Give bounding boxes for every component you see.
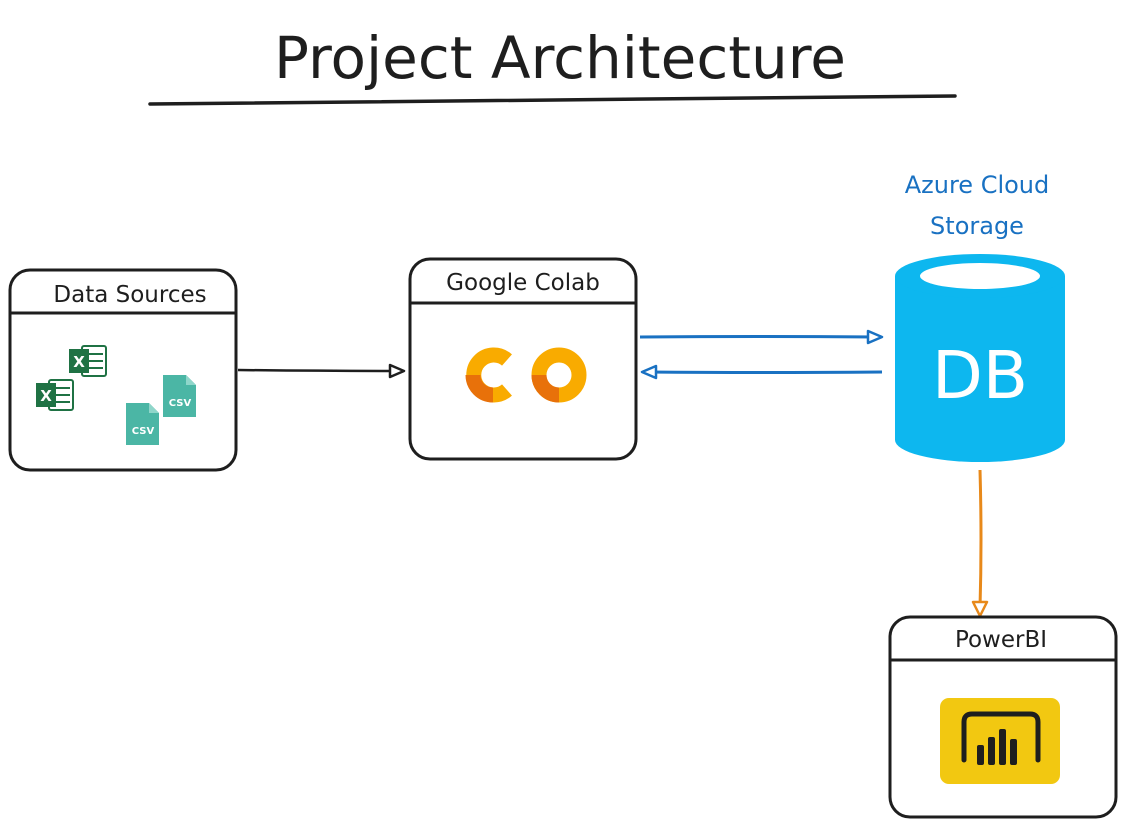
azure-label-line2: Storage bbox=[930, 212, 1024, 240]
arrow-db-to-colab bbox=[640, 364, 883, 380]
excel-file-icon: X bbox=[69, 345, 107, 377]
excel-letter: X bbox=[40, 387, 52, 405]
arrow-colab-to-db bbox=[639, 329, 884, 345]
csv-label: CSV bbox=[132, 426, 155, 437]
data-sources-node: Data Sources X X CSV bbox=[8, 268, 238, 472]
csv-file-icon: CSV bbox=[126, 403, 159, 445]
title-underline bbox=[148, 94, 957, 106]
google-colab-logo bbox=[465, 347, 587, 403]
csv-file-icon: CSV bbox=[163, 375, 196, 417]
google-colab-label: Google Colab bbox=[446, 270, 600, 296]
page-title: Project Architecture bbox=[274, 24, 846, 92]
database-icon: DB bbox=[895, 254, 1065, 462]
arrow-data-sources-to-colab bbox=[237, 363, 406, 379]
arrow-db-to-powerbi bbox=[971, 469, 989, 618]
csv-label: CSV bbox=[169, 398, 192, 409]
excel-file-icon: X bbox=[36, 379, 74, 411]
powerbi-logo bbox=[940, 698, 1060, 784]
google-colab-node: Google Colab bbox=[408, 257, 638, 461]
excel-letter: X bbox=[73, 353, 85, 371]
data-sources-label: Data Sources bbox=[53, 282, 206, 308]
azure-label-line1: Azure Cloud bbox=[905, 171, 1050, 199]
db-label: DB bbox=[932, 337, 1028, 414]
powerbi-label: PowerBI bbox=[955, 627, 1047, 653]
powerbi-node: PowerBI bbox=[888, 615, 1118, 819]
